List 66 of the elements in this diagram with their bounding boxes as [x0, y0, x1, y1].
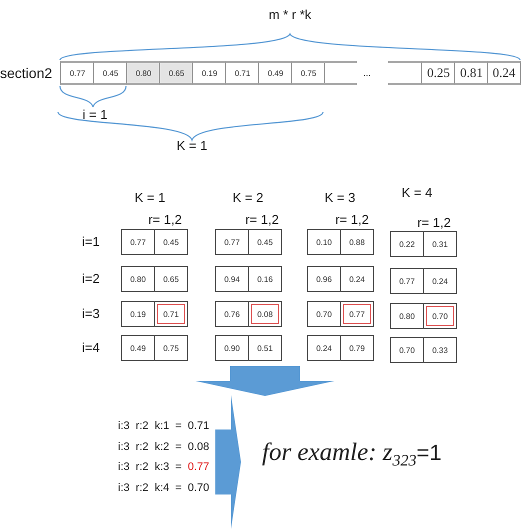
- table-cell: 0.65: [154, 266, 188, 292]
- table-cell: 0.90: [215, 335, 249, 361]
- row-label: i=3: [82, 307, 100, 322]
- array-cell: 0.81: [454, 61, 488, 85]
- array-cell: 0.75: [291, 61, 325, 85]
- table-cell: 0.80: [390, 303, 424, 329]
- formula-text: for examle: z$_{323}$=1: [262, 439, 442, 470]
- array-cell: 0.24: [487, 61, 521, 85]
- table-cell: 0.10: [307, 229, 341, 255]
- row-label: section2: [0, 66, 52, 82]
- row-label: i=1: [82, 235, 100, 250]
- equation-text: i:3 r:2 k:2 = 0.08: [118, 442, 210, 452]
- table-cell: 0.77: [215, 229, 249, 255]
- table-cell: 0.33: [423, 337, 457, 363]
- column-header: K = 2: [232, 191, 264, 206]
- table-cell: 0.45: [154, 229, 188, 255]
- column-subheader: r= 1,2: [335, 213, 369, 228]
- table-cell: 0.80: [121, 266, 155, 292]
- array-cell: 0.49: [258, 61, 292, 85]
- table-cell: 0.71: [154, 301, 188, 327]
- brace-label: i = 1: [82, 108, 108, 122]
- table-cell: 0.19: [121, 301, 155, 327]
- column-subheader: r= 1,2: [245, 213, 279, 228]
- table-cell: 0.96: [307, 266, 341, 292]
- array-cell: 0.65: [159, 61, 193, 85]
- table-cell: 0.94: [215, 266, 249, 292]
- table-cell: 0.77: [121, 229, 155, 255]
- table-cell: 0.76: [215, 301, 249, 327]
- table-cell: 0.49: [121, 335, 155, 361]
- block-arrow: [215, 395, 241, 529]
- array-cell: 0.71: [225, 61, 259, 85]
- table-cell: 0.77: [340, 301, 374, 327]
- table-cell: 0.79: [340, 335, 374, 361]
- length-label: m * r *k: [268, 8, 312, 22]
- row-label: i=2: [82, 272, 100, 286]
- array-cell: 0.80: [126, 61, 160, 85]
- equation-text: i:3 r:2 k:4 = 0.70: [118, 482, 210, 494]
- brace-label: K = 1: [176, 139, 208, 154]
- ellipsis-text: ...: [363, 69, 371, 79]
- array-cell: 0.25: [421, 61, 455, 85]
- equation-text: i:3 r:2 k:1 = 0.71: [118, 421, 210, 432]
- table-cell: 0.16: [248, 266, 282, 292]
- column-subheader: r= 1,2: [148, 213, 182, 228]
- array-cell: 0.19: [192, 61, 226, 85]
- table-cell: 0.45: [248, 229, 282, 255]
- table-cell: 0.70: [423, 303, 457, 329]
- table-cell: 0.77: [390, 268, 424, 294]
- column-header: K = 3: [324, 191, 356, 206]
- table-cell: 0.24: [307, 335, 341, 361]
- table-cell: 0.31: [423, 231, 457, 257]
- table-cell: 0.70: [307, 301, 341, 327]
- table-cell: 0.51: [248, 335, 282, 361]
- row-label: i=4: [82, 341, 100, 356]
- table-cell: 0.24: [340, 266, 374, 292]
- array-cell: 0.77: [60, 61, 94, 85]
- block-arrow: [196, 366, 334, 396]
- table-cell: 0.22: [390, 231, 424, 257]
- column-header: K = 4: [402, 186, 432, 200]
- column-header: K = 1: [134, 191, 166, 206]
- column-subheader: r= 1,2: [417, 216, 451, 230]
- table-cell: 0.75: [154, 335, 188, 361]
- table-cell: 0.24: [423, 268, 457, 294]
- equation-text: i:3 r:2 k:3 = 0.77: [118, 462, 210, 473]
- table-cell: 0.88: [340, 229, 374, 255]
- table-cell: 0.70: [390, 337, 424, 363]
- table-cell: 0.08: [248, 301, 282, 327]
